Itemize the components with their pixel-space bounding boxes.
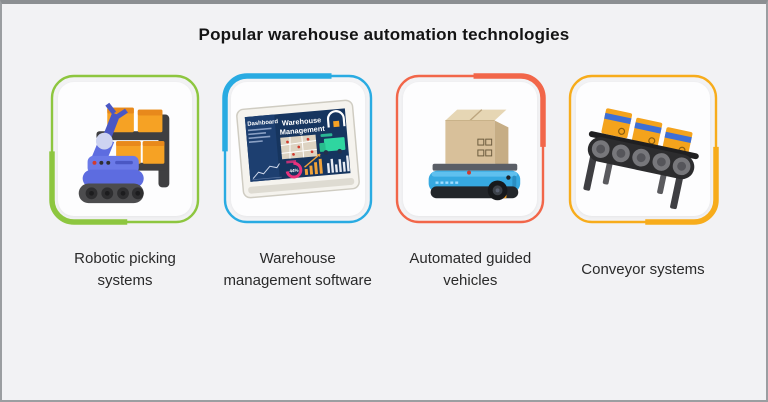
card-agv: Automated guided vehicles (385, 72, 555, 302)
card-label: Conveyor systems (581, 260, 705, 278)
card-robotic-picking: Robotic picking systems (40, 72, 210, 302)
line-chart-widget (252, 163, 280, 179)
conveyor-belt-icon (583, 108, 699, 210)
card-label: Robotic picking systems (74, 249, 176, 290)
card-tile (58, 82, 192, 216)
garage-icon (326, 110, 346, 128)
wms-tablet-icon: Dashboard Warehouse Management (235, 99, 360, 199)
card-frame (393, 72, 547, 226)
bar-chart-white (326, 163, 330, 174)
card-label: Automated guided vehicles (409, 249, 532, 290)
card-frame: Dashboard Warehouse Management (221, 72, 375, 226)
card-tile (403, 82, 538, 216)
card-wms: Dashboard Warehouse Management (213, 72, 383, 302)
card-border (221, 73, 374, 225)
bar-chart-orange (304, 168, 308, 176)
conveyor-box (601, 108, 633, 139)
screen-heading-line1: Warehouse (281, 115, 321, 127)
gauge-value: 44% (289, 168, 298, 174)
agv-robot-icon (428, 109, 521, 201)
gauge-widget (285, 161, 302, 179)
card-label: Warehouse management software (223, 249, 372, 290)
robotic-arm-icon (78, 102, 170, 204)
cards-row: Robotic picking systems (2, 72, 766, 302)
card-conveyor: Conveyor systems (558, 72, 728, 302)
card-frame (566, 72, 720, 226)
card-border (49, 73, 201, 225)
card-frame (48, 72, 202, 226)
screen-heading-line2: Management (279, 124, 325, 137)
truck-widget (320, 133, 333, 138)
card-border (394, 73, 547, 225)
dashboard-label: Dashboard (247, 119, 279, 128)
card-tile (575, 82, 710, 216)
page-title: Popular warehouse automation technologie… (198, 25, 570, 44)
card-border (567, 73, 719, 225)
card-tile: Dashboard Warehouse Management (230, 82, 365, 216)
